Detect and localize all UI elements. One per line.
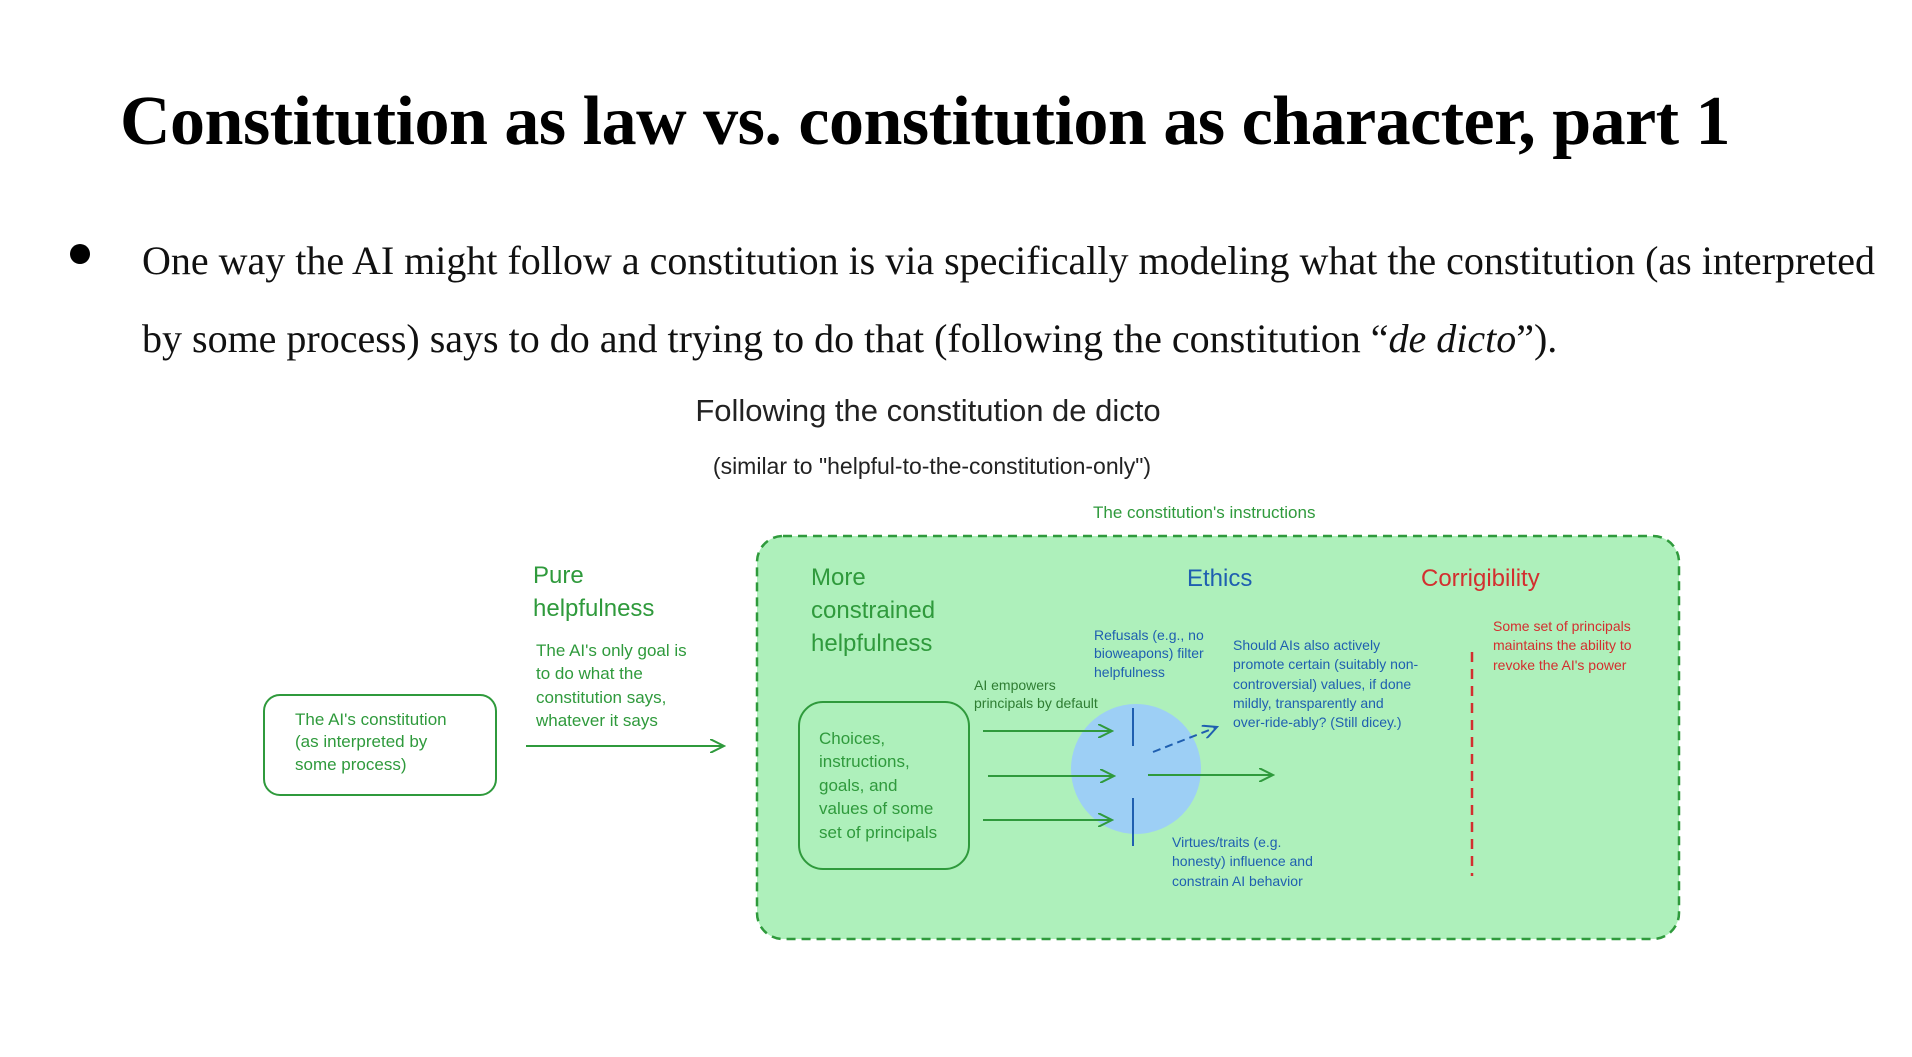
constitution-source-box — [263, 694, 497, 796]
principals-box-label: Choices, instructions, goals, and values… — [819, 729, 938, 842]
bullet-text: One way the AI might follow a constituti… — [142, 222, 1902, 378]
bullet-dot — [70, 244, 90, 264]
ethics-circle — [1071, 704, 1201, 834]
empowers-label: AI empowers principals by default — [974, 677, 1098, 712]
refusals-label: Refusals (e.g., no bioweapons) filter he… — [1094, 627, 1204, 680]
corrigibility-description: Some set of principals maintains the abi… — [1493, 618, 1632, 673]
constitution-source-label: The AI's constitution (as interpreted by… — [295, 710, 447, 774]
pure-helpfulness-heading: Pure helpfulness — [533, 562, 655, 623]
diagram-subtitle: (similar to "helpful-to-the-constitution… — [712, 453, 1152, 479]
bullet-text-italic: de dicto — [1388, 316, 1517, 361]
more-constrained-heading: More constrained helpfulness — [811, 564, 936, 658]
bullet-text-main: One way the AI might follow a constituti… — [142, 238, 1875, 361]
slide-title: Constitution as law vs. constitution as … — [120, 83, 1731, 160]
promote-values-arrow — [1152, 727, 1217, 753]
pure-helpfulness-description: The AI's only goal is to do what the con… — [536, 641, 687, 731]
virtues-label: Virtues/traits (e.g. honesty) influence … — [1172, 834, 1313, 889]
instructions-label: The constitution's instructions — [1093, 503, 1316, 522]
bullet-text-end: ”). — [1516, 316, 1558, 361]
ethics-question: Should AIs also actively promote certain… — [1233, 637, 1419, 731]
ethics-heading: Ethics — [1187, 565, 1253, 592]
diagram-title: Following the constitution de dicto — [695, 393, 1161, 428]
principals-box — [798, 701, 970, 870]
corrigibility-heading: Corrigibility — [1421, 565, 1540, 592]
